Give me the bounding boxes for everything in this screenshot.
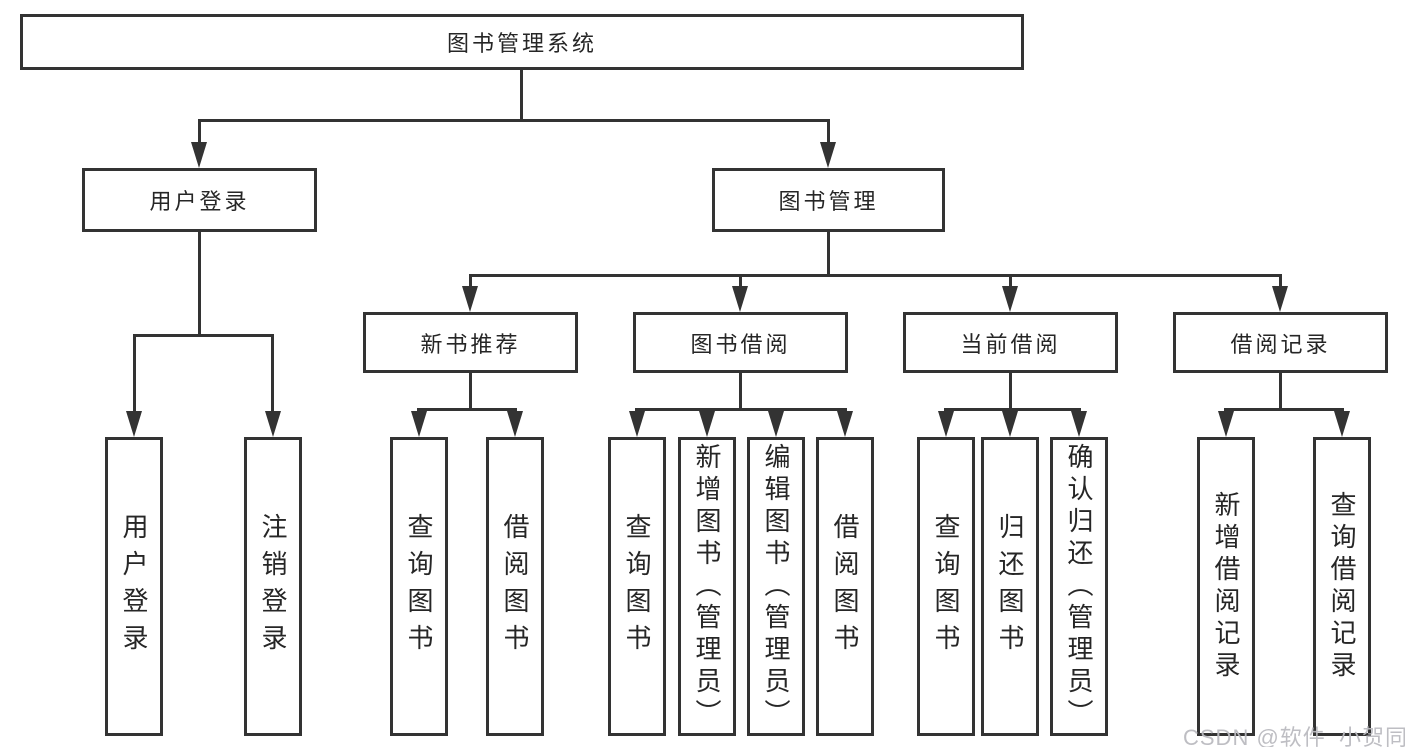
connector-line xyxy=(739,373,742,411)
arrowhead-icon xyxy=(938,411,954,437)
connector-line xyxy=(827,232,830,276)
connector-line xyxy=(133,334,136,412)
arrowhead-icon xyxy=(126,411,142,437)
connector-line xyxy=(1279,373,1282,411)
leaf-query-books: 查询图书 xyxy=(390,437,448,736)
arrowhead-icon xyxy=(768,411,784,437)
connector-line xyxy=(198,119,830,122)
connector-line xyxy=(469,373,472,411)
arrowhead-icon xyxy=(1002,286,1018,312)
connector-line xyxy=(271,334,274,412)
leaf-borrow-books: 借阅图书 xyxy=(486,437,544,736)
arrowhead-icon xyxy=(629,411,645,437)
connector-line xyxy=(417,408,517,411)
node-user-login: 用户登录 xyxy=(82,168,317,232)
csdn-watermark: CSDN @软件_小贺同学 xyxy=(1183,725,1405,747)
arrowhead-icon xyxy=(699,411,715,437)
leaf-query-books: 查询图书 xyxy=(917,437,975,736)
leaf-add-borrow-record: 新增借阅记录 xyxy=(1197,437,1255,736)
connector-line xyxy=(198,119,201,145)
leaf-user-login: 用户登录 xyxy=(105,437,163,736)
node-current-borrowing: 当前借阅 xyxy=(903,312,1118,373)
connector-line xyxy=(944,408,1081,411)
connector-line xyxy=(1009,274,1012,289)
arrowhead-icon xyxy=(1218,411,1234,437)
arrowhead-icon xyxy=(462,286,478,312)
connector-line xyxy=(1009,373,1012,411)
leaf-return-books: 归还图书 xyxy=(981,437,1039,736)
leaf-confirm-return-admin: 确认归还（管理员） xyxy=(1050,437,1108,736)
connector-line xyxy=(469,274,1282,277)
connector-line xyxy=(827,119,830,145)
arrowhead-icon xyxy=(265,411,281,437)
connector-line xyxy=(1224,408,1344,411)
connector-line xyxy=(635,408,847,411)
arrowhead-icon xyxy=(1071,411,1087,437)
arrowhead-icon xyxy=(1272,286,1288,312)
connector-line xyxy=(469,274,472,289)
connector-line xyxy=(520,70,523,121)
leaf-query-borrow-record: 查询借阅记录 xyxy=(1313,437,1371,736)
arrowhead-icon xyxy=(507,411,523,437)
leaf-query-books: 查询图书 xyxy=(608,437,666,736)
node-new-book-recommendation: 新书推荐 xyxy=(363,312,578,373)
leaf-add-books-admin: 新增图书（管理员） xyxy=(678,437,736,736)
arrowhead-icon xyxy=(411,411,427,437)
leaf-edit-books-admin: 编辑图书（管理员） xyxy=(747,437,805,736)
arrowhead-icon xyxy=(732,286,748,312)
node-borrowing-records: 借阅记录 xyxy=(1173,312,1388,373)
leaf-logout: 注销登录 xyxy=(244,437,302,736)
arrowhead-icon xyxy=(1334,411,1350,437)
connector-line xyxy=(739,274,742,289)
connector-line xyxy=(1279,274,1282,289)
arrowhead-icon xyxy=(837,411,853,437)
node-book-borrowing: 图书借阅 xyxy=(633,312,848,373)
node-book-management: 图书管理 xyxy=(712,168,945,232)
connector-line xyxy=(198,232,201,336)
leaf-borrow-books: 借阅图书 xyxy=(816,437,874,736)
arrowhead-icon xyxy=(1002,411,1018,437)
arrowhead-icon xyxy=(191,142,207,168)
node-library-management-system: 图书管理系统 xyxy=(20,14,1024,70)
arrowhead-icon xyxy=(820,142,836,168)
connector-line xyxy=(133,334,274,337)
